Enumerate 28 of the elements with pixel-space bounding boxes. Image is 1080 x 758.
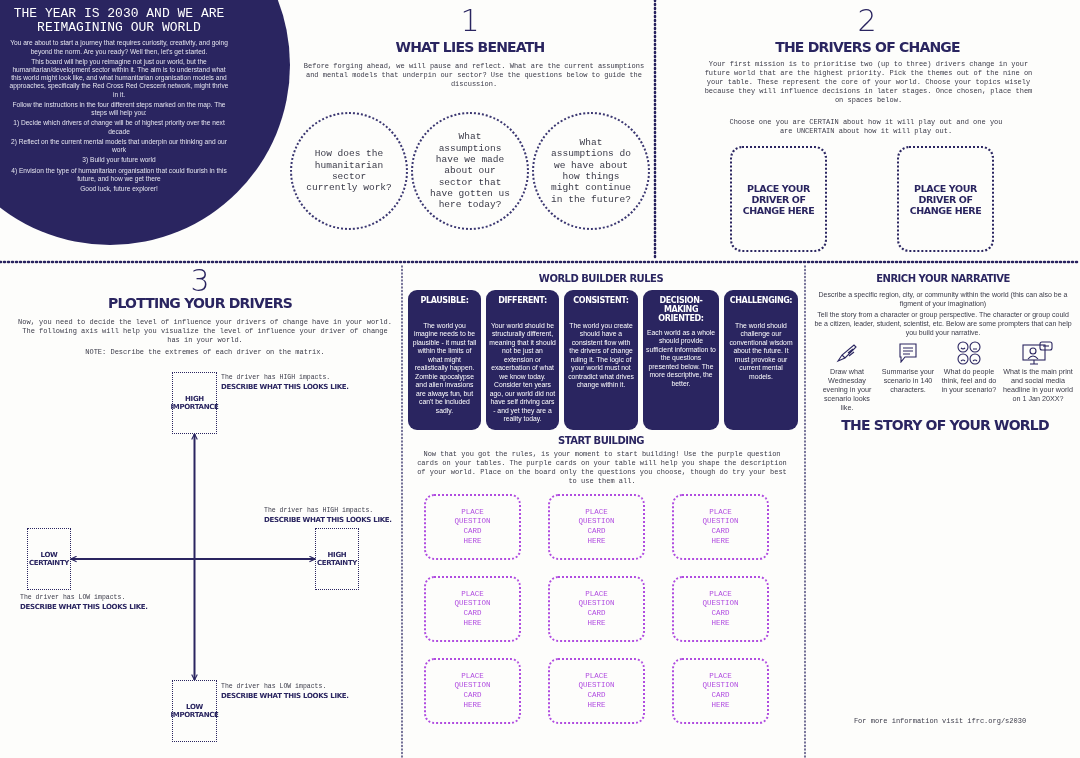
section-heading: THE DRIVERS OF CHANGE — [774, 40, 961, 56]
drop-zone-box: PLACE YOUR DRIVER OF CHANGE HERE — [730, 146, 827, 252]
rule-card — [724, 290, 798, 430]
card-heading: DECISION-MAKING ORIENTED: — [657, 296, 705, 323]
section-number: 1 — [459, 6, 481, 36]
card-heading: DIFFERENT: — [498, 296, 547, 307]
section-number: 2 — [856, 6, 878, 36]
section-heading: ENRICH YOUR NARRATIVE — [875, 273, 1011, 284]
card-heading: CHALLENGING: — [729, 296, 793, 307]
double-arrow — [191, 433, 198, 681]
rule-card — [408, 290, 481, 430]
card-heading: CONSISTENT: — [573, 296, 629, 307]
section-number: 3 — [189, 266, 211, 296]
section-heading: WORLD BUILDER RULES — [537, 273, 665, 284]
question-circle: How does the humanitarian sector currently work? — [290, 112, 408, 230]
double-arrow — [70, 555, 316, 563]
section-heading: PLOTTING YOUR DRIVERS — [107, 296, 293, 312]
rule-card — [486, 290, 559, 430]
question-circle: What assumptions do we have about how things might continue in the future? — [532, 112, 650, 230]
section-heading: WHAT LIES BENEATH — [394, 40, 546, 56]
section-heading: THE STORY OF YOUR WORLD — [840, 418, 1050, 434]
question-circle: What assumptions have we made about our sector that have gotten us here today? — [411, 112, 529, 230]
section-heading: START BUILDING — [557, 435, 645, 446]
card-heading: PLAUSIBLE: — [420, 296, 469, 307]
poster-title: THE YEAR IS 2030 AND WE ARE REIMAGINING OUR WORLD — [12, 7, 226, 35]
rule-card — [643, 290, 719, 430]
drop-zone-box: PLACE YOUR DRIVER OF CHANGE HERE — [897, 146, 994, 252]
rule-card — [564, 290, 638, 430]
